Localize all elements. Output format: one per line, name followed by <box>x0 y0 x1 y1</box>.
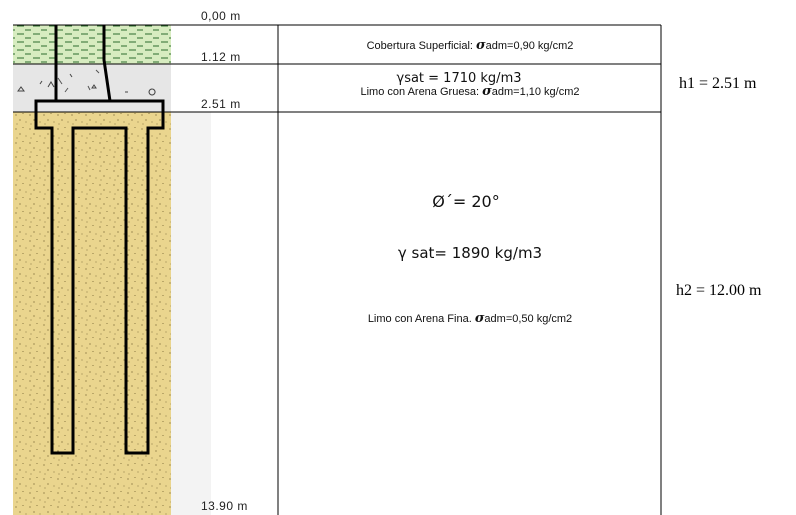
layer-3-gamma: γ sat= 1890 kg/m3 <box>398 244 542 262</box>
pedestal <box>54 25 112 102</box>
topsoil-hatch <box>13 25 171 64</box>
pile-cap-and-piles <box>34 99 165 455</box>
layer-3-description: Limo con Arena Fina. σadm=0,50 kg/cm2 <box>368 311 572 326</box>
layer-1-description: Cobertura Superficial: σadm=0,90 kg/cm2 <box>367 38 574 53</box>
layer-2-description: Limo con Arena Gruesa: σadm=1,10 kg/cm2 <box>360 84 579 99</box>
fine-silt-dots <box>13 112 171 515</box>
layer-2-gamma: γsat = 1710 kg/m3 <box>397 71 522 86</box>
pedestal-hatch <box>57 69 100 93</box>
depth-label-1: 1.12 m <box>201 50 241 64</box>
column-fade <box>171 112 211 515</box>
h2-label: h2 = 12.00 m <box>676 282 762 299</box>
depth-label-2: 2.51 m <box>201 97 241 111</box>
depth-label-3: 13.90 m <box>201 499 248 513</box>
h1-label: h1 = 2.51 m <box>679 75 757 92</box>
depth-label-0: 0,00 m <box>201 9 241 23</box>
layer-3-friction-angle: Ø´= 20° <box>432 192 499 211</box>
coarse-silt-marks <box>17 73 156 96</box>
